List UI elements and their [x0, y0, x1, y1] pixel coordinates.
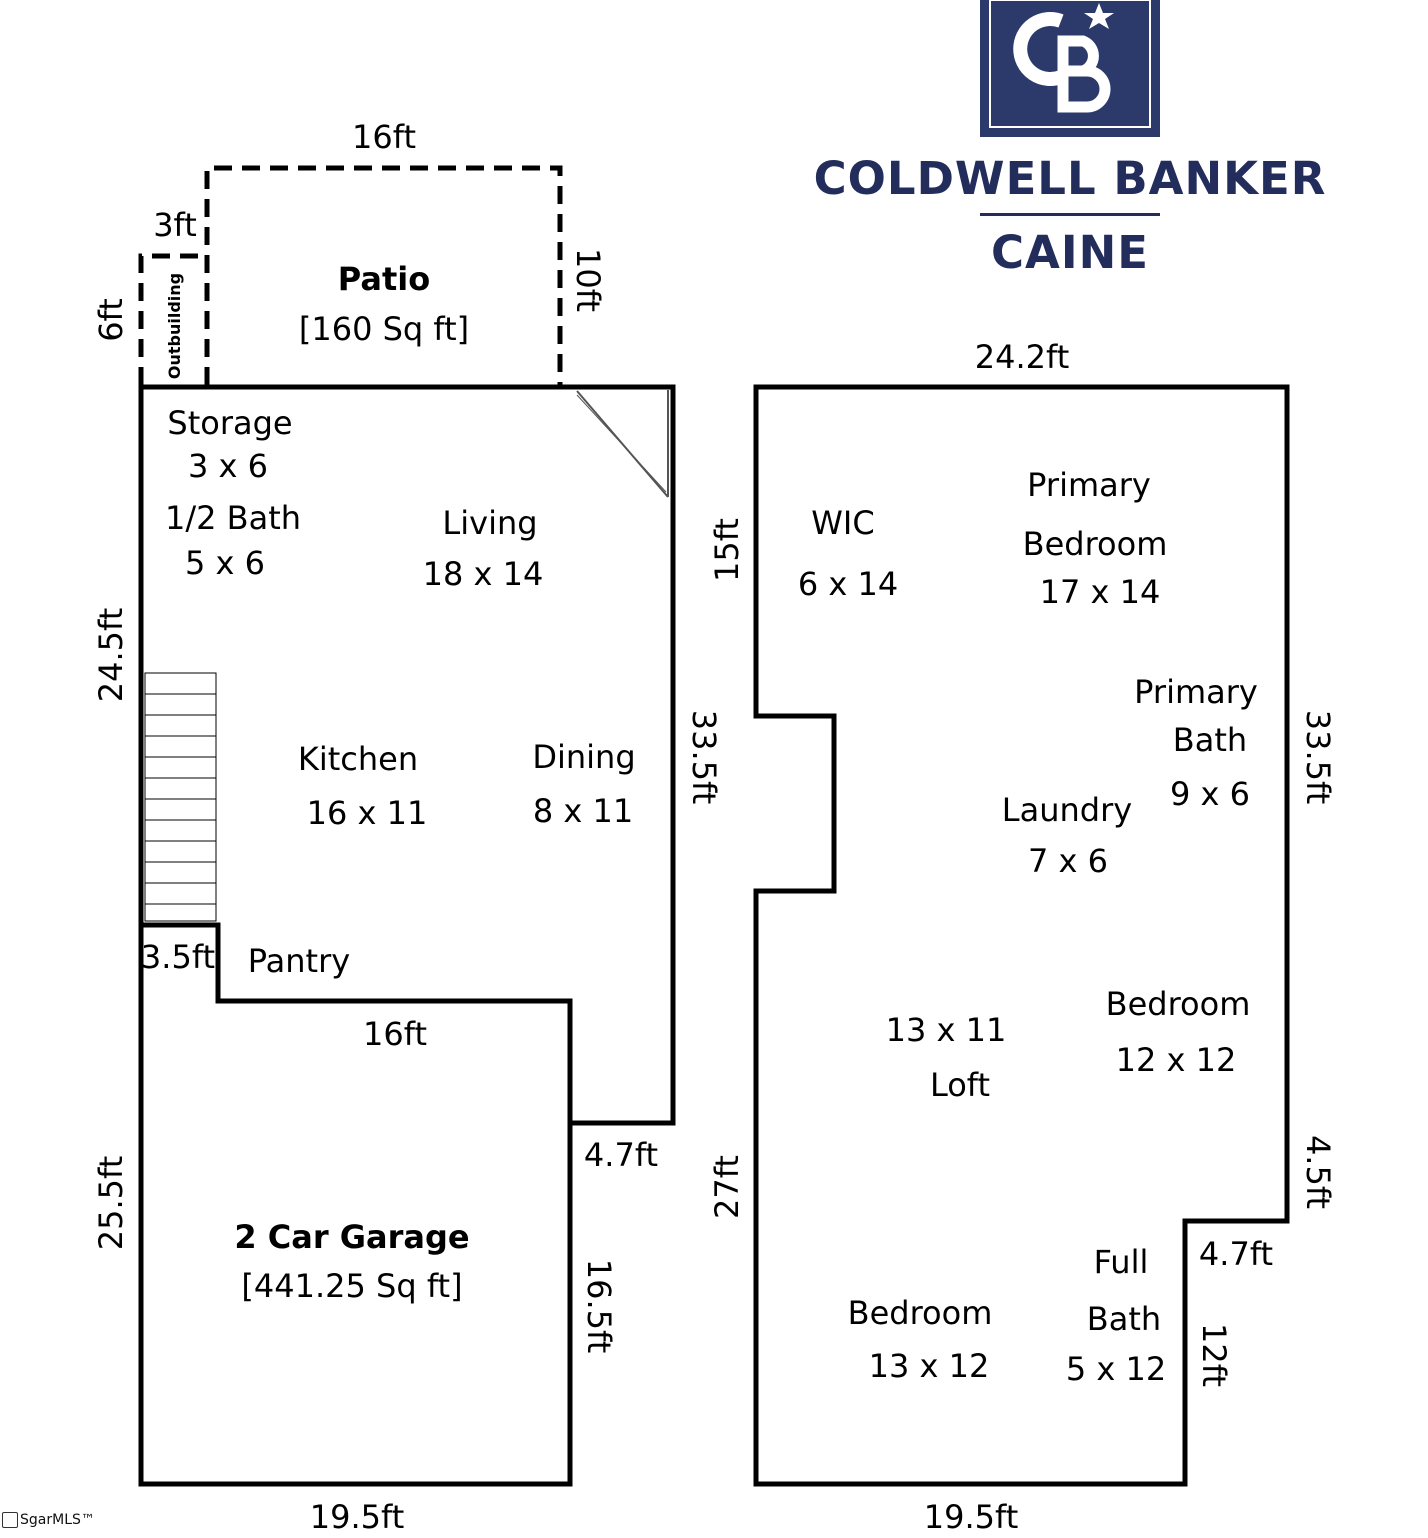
garage-area: [441.25 Sq ft]	[241, 1267, 462, 1305]
dim-outbuilding-top: 3ft	[153, 206, 197, 244]
brand-name: COLDWELL BANKER	[813, 152, 1327, 205]
dim-outbuilding-side: 6ft	[92, 298, 130, 342]
brand-logo	[980, 0, 1160, 137]
home-icon	[2, 1512, 18, 1528]
primary-bedroom-label-2: Bedroom	[1023, 525, 1168, 563]
laundry-size: 7 x 6	[1028, 842, 1108, 880]
bedroom2-size: 12 x 12	[1116, 1041, 1237, 1079]
garage-label: 2 Car Garage	[234, 1218, 469, 1256]
dim-garage-right: 16.5ft	[580, 1259, 618, 1354]
full-bath-label-2: Bath	[1087, 1300, 1161, 1338]
wic-label: WIC	[811, 504, 874, 542]
mls-text: SgarMLS™	[20, 1512, 95, 1528]
dim-patio-top: 16ft	[352, 118, 416, 156]
dim-pantry-step: 3.5ft	[141, 938, 215, 976]
dim-patio-side: 10ft	[569, 248, 607, 312]
storage-size: 3 x 6	[188, 447, 268, 485]
stairs	[144, 672, 217, 922]
dim-upper-right-bottom: 12ft	[1195, 1323, 1233, 1387]
bedroom2-label: Bedroom	[1106, 985, 1251, 1023]
dim-upper-left-top: 15ft	[708, 518, 746, 582]
brand-divider	[980, 213, 1160, 216]
pantry-label: Pantry	[248, 942, 350, 980]
logo-frame	[989, 0, 1151, 128]
full-bath-label-1: Full	[1094, 1243, 1149, 1281]
patio-outline	[204, 165, 563, 385]
dim-garage-left: 25.5ft	[92, 1156, 130, 1251]
primary-bath-label-2: Bath	[1173, 721, 1247, 759]
kitchen-size: 16 x 11	[307, 794, 428, 832]
dim-upper-left-bottom: 27ft	[708, 1155, 746, 1219]
bedroom3-size: 13 x 12	[869, 1347, 990, 1385]
primary-bedroom-label-1: Primary	[1027, 466, 1151, 504]
garage-wall	[141, 922, 573, 1123]
living-size: 18 x 14	[423, 555, 544, 593]
dim-upper-notch: 4.7ft	[1199, 1235, 1273, 1273]
dim-upper-right-step: 4.5ft	[1299, 1135, 1337, 1209]
dim-upper-right: 33.5ft	[1299, 710, 1337, 805]
patio-label: Patio	[338, 260, 430, 298]
upper-floor-outline	[753, 384, 1290, 1487]
full-bath-size: 5 x 12	[1066, 1350, 1166, 1388]
brand-subtitle: CAINE	[991, 226, 1149, 279]
wic-size: 6 x 14	[798, 565, 898, 603]
half-bath-size: 5 x 6	[185, 544, 265, 582]
dim-lower-bottom: 19.5ft	[310, 1498, 405, 1536]
dim-lower-right: 33.5ft	[685, 710, 723, 805]
primary-bath-label-1: Primary	[1134, 673, 1258, 711]
dim-upper-top: 24.2ft	[975, 338, 1070, 376]
loft-size: 13 x 11	[886, 1011, 1007, 1049]
mls-watermark: SgarMLS™	[2, 1512, 95, 1528]
primary-bath-size: 9 x 6	[1170, 775, 1250, 813]
outbuilding-label: Outbuilding	[165, 273, 184, 379]
loft-label: Loft	[930, 1066, 990, 1104]
dim-garage-notch: 4.7ft	[584, 1136, 658, 1174]
dining-label: Dining	[532, 738, 635, 776]
half-bath-label: 1/2 Bath	[165, 499, 301, 537]
dim-garage-top: 16ft	[363, 1015, 427, 1053]
cb-monogram-icon	[1013, 3, 1114, 113]
storage-label: Storage	[167, 404, 292, 442]
patio-area: [160 Sq ft]	[299, 310, 469, 348]
bedroom3-label: Bedroom	[848, 1294, 993, 1332]
dim-lower-left: 24.5ft	[92, 608, 130, 703]
outbuilding-outline	[138, 253, 207, 385]
dining-size: 8 x 11	[533, 792, 633, 830]
kitchen-label: Kitchen	[298, 740, 418, 778]
door-swing-2	[576, 394, 667, 493]
primary-bedroom-size: 17 x 14	[1040, 573, 1161, 611]
dim-upper-bottom: 19.5ft	[924, 1498, 1019, 1536]
living-label: Living	[442, 504, 537, 542]
laundry-label: Laundry	[1002, 791, 1132, 829]
